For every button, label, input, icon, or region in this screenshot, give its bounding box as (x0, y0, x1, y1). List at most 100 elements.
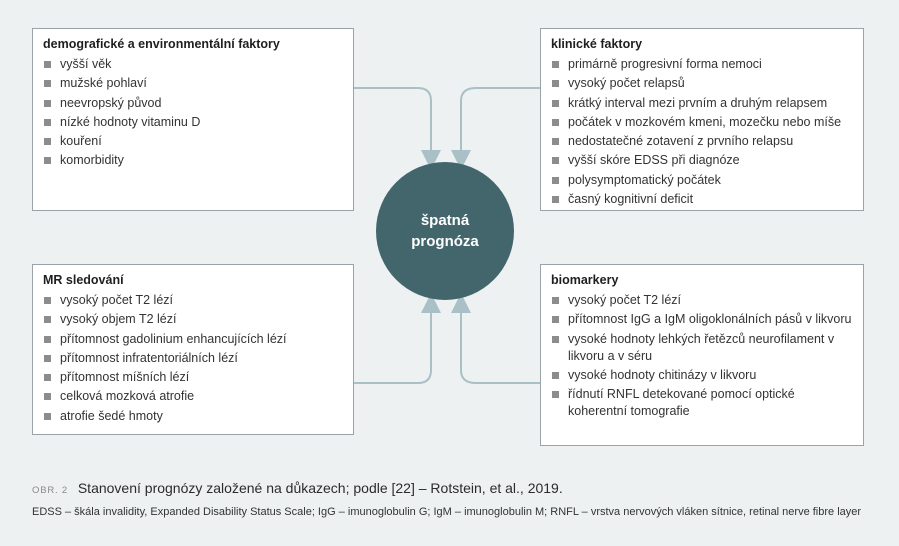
square-bullet-icon (552, 118, 559, 126)
list-item: vysoký objem T2 lézí (43, 310, 343, 329)
list-item: celková mozková atrofie (43, 387, 343, 406)
square-bullet-icon (44, 316, 51, 324)
square-bullet-icon (552, 99, 559, 107)
demographic-factors-list: vyšší věk mužské pohlaví neevropský původ n… (43, 55, 343, 171)
list-item: časný kognitivní deficit (551, 190, 853, 209)
biomarkers-list: vysoký počet T2 lézí přítomnost IgG a IgM… (551, 291, 853, 421)
mri-monitoring-title: MR sledování (43, 273, 124, 287)
square-bullet-icon (44, 118, 51, 126)
clinical-factors-box: klinické faktory primárně progresivní fo… (540, 28, 864, 211)
poor-prognosis-circle: špatná prognóza (376, 162, 514, 300)
list-item-text: vysoký objem T2 lézí (60, 312, 177, 327)
square-bullet-icon (552, 138, 559, 146)
list-item: mužské pohlaví (43, 74, 343, 93)
square-bullet-icon (44, 393, 51, 401)
list-item-text: přítomnost infratentoriálních lézí (60, 350, 238, 365)
list-item: nedostatečné zotavení z prvního relapsu (551, 132, 853, 151)
list-item: přítomnost IgG a IgM oligoklonálních pás… (551, 310, 853, 329)
square-bullet-icon (552, 61, 559, 68)
arrow-biomarkers (451, 293, 540, 384)
list-item: vyšší věk (43, 55, 343, 74)
list-item: přítomnost gadolinium enhancujících lézí (43, 330, 343, 349)
list-item-text: vyšší skóre EDSS při diagnóze (568, 153, 740, 168)
square-bullet-icon (552, 335, 559, 343)
list-item: neevropský původ (43, 94, 343, 113)
list-item: nízké hodnoty vitaminu D (43, 113, 343, 132)
arrow-demographic (354, 87, 441, 170)
list-item-text: přítomnost IgG a IgM oligoklonálních pás… (568, 312, 852, 327)
list-item: atrofie šedé hmoty (43, 407, 343, 426)
square-bullet-icon (44, 99, 51, 107)
square-bullet-icon (552, 371, 559, 379)
list-item: řídnutí RNFL detekované pomocí optické k… (551, 385, 853, 421)
poor-prognosis-label: špatná prognóza (411, 212, 479, 250)
list-item-text: komorbidity (60, 153, 124, 168)
demographic-factors-title: demografické a environmentální faktory (43, 37, 280, 51)
list-item: vysoký počet T2 lézí (43, 291, 343, 310)
list-item: komorbidity (43, 151, 343, 170)
clinical-factors-list: primárně progresivní forma nemoci vysoký … (551, 55, 853, 209)
figure-caption: OBR. 2 Stanovení prognózy založené na dů… (32, 480, 872, 496)
figure-caption-text: Stanovení prognózy založené na důkazech;… (77, 480, 563, 496)
list-item-text: přítomnost míšních lézí (60, 370, 190, 385)
square-bullet-icon (44, 335, 51, 343)
list-item-text: vyšší věk (60, 57, 112, 71)
list-item-text: nedostatečné zotavení z prvního relapsu (568, 134, 794, 149)
list-item-text: vysoké hodnoty chitinázy v likvoru (568, 367, 757, 382)
list-item-text: polysymptomatický počátek (568, 172, 721, 187)
list-item: vyšší skóre EDSS při diagnóze (551, 151, 853, 170)
list-item: přítomnost infratentoriálních lézí (43, 349, 343, 368)
list-item: vysoký počet T2 lézí (551, 291, 853, 310)
list-item-text: řídnutí RNFL detekované pomocí optické k… (568, 387, 795, 419)
square-bullet-icon (44, 374, 51, 382)
clinical-factors-title: klinické faktory (551, 37, 643, 51)
list-item: krátký interval mezi prvním a druhým rel… (551, 94, 853, 113)
square-bullet-icon (44, 80, 51, 88)
arrow-mri (354, 293, 441, 384)
list-item-text: přítomnost gadolinium enhancujících lézí (60, 331, 287, 346)
list-item: kouření (43, 132, 343, 151)
list-item: primárně progresivní forma nemoci (551, 55, 853, 74)
list-item-text: nízké hodnoty vitaminu D (60, 114, 201, 129)
figure-label: OBR. 2 (32, 485, 68, 496)
abbreviations-note: EDSS – škála invalidity, Expanded Disabi… (32, 506, 862, 518)
list-item-text: kouření (60, 134, 102, 149)
list-item-text: časný kognitivní deficit (568, 192, 694, 207)
square-bullet-icon (552, 176, 559, 184)
biomarkers-title: biomarkery (551, 273, 619, 287)
list-item-text: celková mozková atrofie (60, 389, 195, 404)
square-bullet-icon (552, 196, 559, 204)
list-item: vysoké hodnoty lehkých řetězců neurofila… (551, 330, 853, 366)
list-item-text: neevropský původ (60, 95, 162, 110)
demographic-factors-box: demografické a environmentální faktory v… (32, 28, 354, 211)
square-bullet-icon (44, 354, 51, 362)
square-bullet-icon (552, 157, 559, 165)
square-bullet-icon (44, 297, 51, 304)
list-item-text: mužské pohlaví (60, 76, 147, 91)
list-item-text: vysoké hodnoty lehkých řetězců neurofila… (568, 331, 835, 363)
square-bullet-icon (44, 61, 51, 68)
list-item: polysymptomatický počátek (551, 171, 853, 190)
square-bullet-icon (552, 391, 559, 399)
list-item: vysoký počet relapsů (551, 74, 853, 93)
square-bullet-icon (552, 80, 559, 88)
list-item-text: vysoký počet relapsů (568, 76, 685, 91)
list-item: přítomnost míšních lézí (43, 368, 343, 387)
square-bullet-icon (552, 297, 559, 304)
mri-monitoring-list: vysoký počet T2 lézí vysoký objem T2 lézí… (43, 291, 343, 426)
biomarkers-box: biomarkery vysoký počet T2 lézí přítomnos… (540, 264, 864, 446)
list-item: počátek v mozkovém kmeni, mozečku nebo m… (551, 113, 853, 132)
square-bullet-icon (44, 138, 51, 146)
list-item-text: vysoký počet T2 lézí (568, 293, 682, 307)
list-item-text: atrofie šedé hmoty (60, 408, 163, 423)
list-item-text: vysoký počet T2 lézí (60, 293, 174, 307)
list-item: vysoké hodnoty chitinázy v likvoru (551, 366, 853, 385)
list-item-text: počátek v mozkovém kmeni, mozečku nebo m… (568, 114, 842, 129)
square-bullet-icon (44, 157, 51, 165)
list-item-text: primárně progresivní forma nemoci (568, 57, 762, 71)
list-item-text: krátký interval mezi prvním a druhým rel… (568, 95, 828, 110)
arrow-clinical (451, 87, 540, 170)
square-bullet-icon (44, 412, 51, 420)
